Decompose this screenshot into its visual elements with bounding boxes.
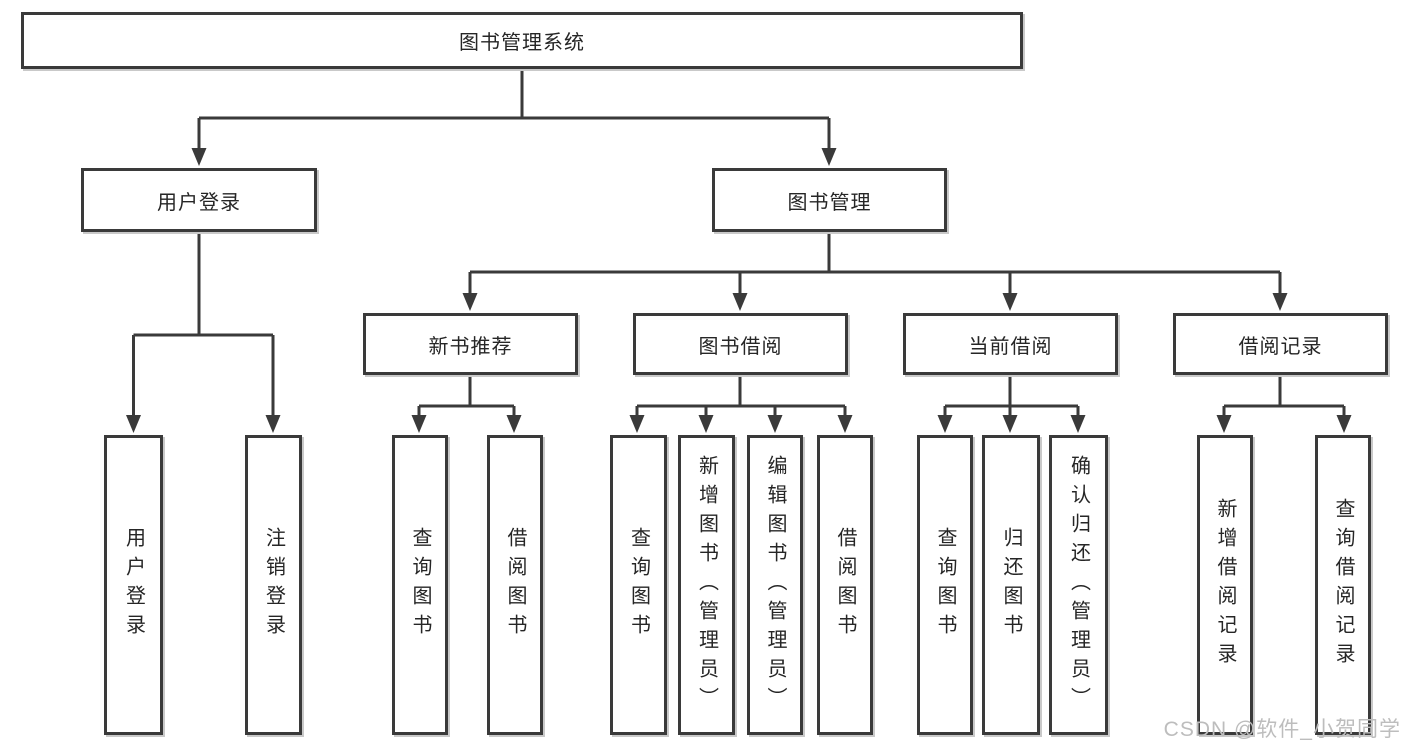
leaf-label: 查询图书 — [934, 527, 956, 643]
leaf-label: 确认归还（管理员） — [1067, 454, 1090, 716]
node-leaf-edit-book-admin: 编辑图书（管理员） — [747, 435, 803, 735]
node-leaf-add-book-admin: 新增图书（管理员） — [678, 435, 735, 735]
leaf-label: 用户登录 — [122, 527, 145, 643]
leaf-label: 查询借阅记录 — [1332, 498, 1354, 672]
node-leaf-current-query: 查询图书 — [917, 435, 973, 735]
node-leaf-newbook-query: 查询图书 — [392, 435, 448, 735]
leaf-label: 借阅图书 — [834, 527, 856, 643]
node-leaf-query-borrow-record: 查询借阅记录 — [1315, 435, 1371, 735]
node-leaf-logout: 注销登录 — [245, 435, 302, 735]
arrowhead-icons — [126, 148, 1352, 433]
leaf-label: 查询图书 — [409, 527, 431, 643]
leaf-label: 注销登录 — [262, 527, 285, 643]
node-leaf-newbook-borrow: 借阅图书 — [487, 435, 543, 735]
node-leaf-add-borrow-record: 新增借阅记录 — [1197, 435, 1253, 735]
node-leaf-borrow-query: 查询图书 — [610, 435, 667, 735]
node-borrow-record: 借阅记录 — [1173, 313, 1388, 375]
node-library-system: 图书管理系统 — [21, 12, 1023, 69]
node-book-borrow: 图书借阅 — [633, 313, 848, 375]
leaf-label: 编辑图书（管理员） — [764, 454, 786, 716]
node-user-login-module: 用户登录 — [81, 168, 317, 232]
leaf-label: 新增借阅记录 — [1214, 498, 1236, 672]
node-leaf-return-book: 归还图书 — [982, 435, 1040, 735]
csdn-watermark: CSDN @软件_小贺同学 — [1163, 718, 1401, 741]
node-leaf-user-login: 用户登录 — [104, 435, 163, 735]
node-leaf-borrow-book: 借阅图书 — [817, 435, 873, 735]
leaf-label: 新增图书（管理员） — [695, 454, 718, 716]
leaf-label: 归还图书 — [1000, 527, 1022, 643]
node-book-management-module: 图书管理 — [712, 168, 947, 232]
leaf-label: 查询图书 — [627, 527, 650, 643]
node-leaf-confirm-return-admin: 确认归还（管理员） — [1049, 435, 1108, 735]
node-new-book-recommend: 新书推荐 — [363, 313, 578, 375]
node-current-borrow: 当前借阅 — [903, 313, 1118, 375]
leaf-label: 借阅图书 — [504, 527, 526, 643]
